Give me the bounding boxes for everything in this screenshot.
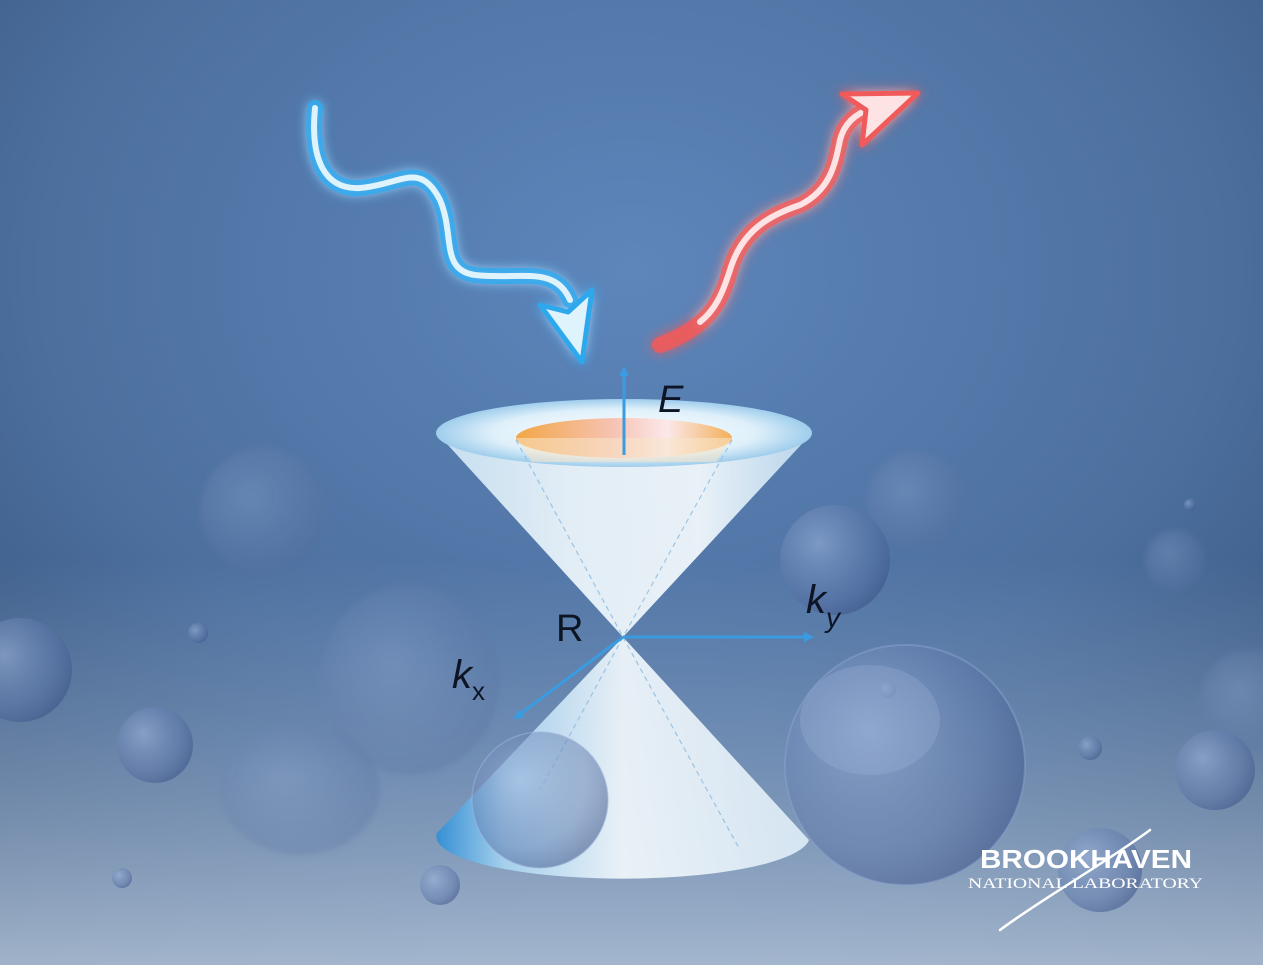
sphere-blurred — [1145, 530, 1205, 590]
incoming-photon-arrowhead — [537, 287, 595, 365]
sphere-blurred — [200, 448, 324, 572]
sphere-highlight — [800, 665, 940, 775]
kx-axis-label-sub: x — [472, 676, 485, 706]
mid-spheres — [0, 499, 1255, 912]
incoming-photon — [306, 100, 595, 365]
ky-axis-label: ky — [806, 578, 842, 633]
sphere — [471, 731, 609, 869]
sphere — [0, 618, 72, 722]
sphere — [112, 868, 132, 888]
sphere — [188, 623, 208, 643]
sphere — [420, 865, 460, 905]
logo-swoosh — [998, 828, 1152, 932]
sphere-blurred — [220, 725, 380, 855]
sphere — [1078, 736, 1102, 760]
ky-axis-label-sub: y — [824, 602, 842, 633]
sphere — [117, 707, 193, 783]
sphere-large — [784, 644, 1026, 886]
kx-axis-label: kx — [452, 653, 485, 706]
brookhaven-logo: BROOKHAVEN NATIONAL LABORATORY — [968, 828, 1203, 932]
energy-axis-label: E — [658, 379, 684, 421]
logo-name: BROOKHAVEN — [980, 844, 1192, 874]
sphere — [780, 505, 890, 615]
ky-axis-label-base: k — [806, 578, 828, 622]
logo-subtitle: NATIONAL LABORATORY — [968, 876, 1203, 892]
kx-axis-label-base: k — [452, 653, 474, 697]
outgoing-photon — [652, 90, 921, 353]
sphere-blurred — [1200, 650, 1263, 750]
cone-dash — [622, 439, 733, 638]
momentum-axes — [513, 366, 814, 720]
upper-cone-body — [437, 433, 812, 637]
sphere-blurred — [867, 452, 963, 548]
kx-axis-arrow — [513, 635, 624, 720]
outgoing-photon-arrowhead — [839, 90, 921, 148]
sphere — [1175, 730, 1255, 810]
background-spheres — [200, 448, 1263, 855]
cone-dash — [622, 636, 741, 851]
origin-label: R — [556, 608, 583, 650]
sphere-blurred — [320, 585, 500, 775]
outgoing-photon-wave-core — [697, 105, 875, 325]
sphere — [1184, 499, 1196, 511]
axis-labels: E R ky kx — [452, 379, 842, 706]
foreground-spheres — [471, 644, 1026, 886]
cone-dash — [515, 439, 624, 638]
incoming-photon-wave-core — [311, 105, 573, 303]
